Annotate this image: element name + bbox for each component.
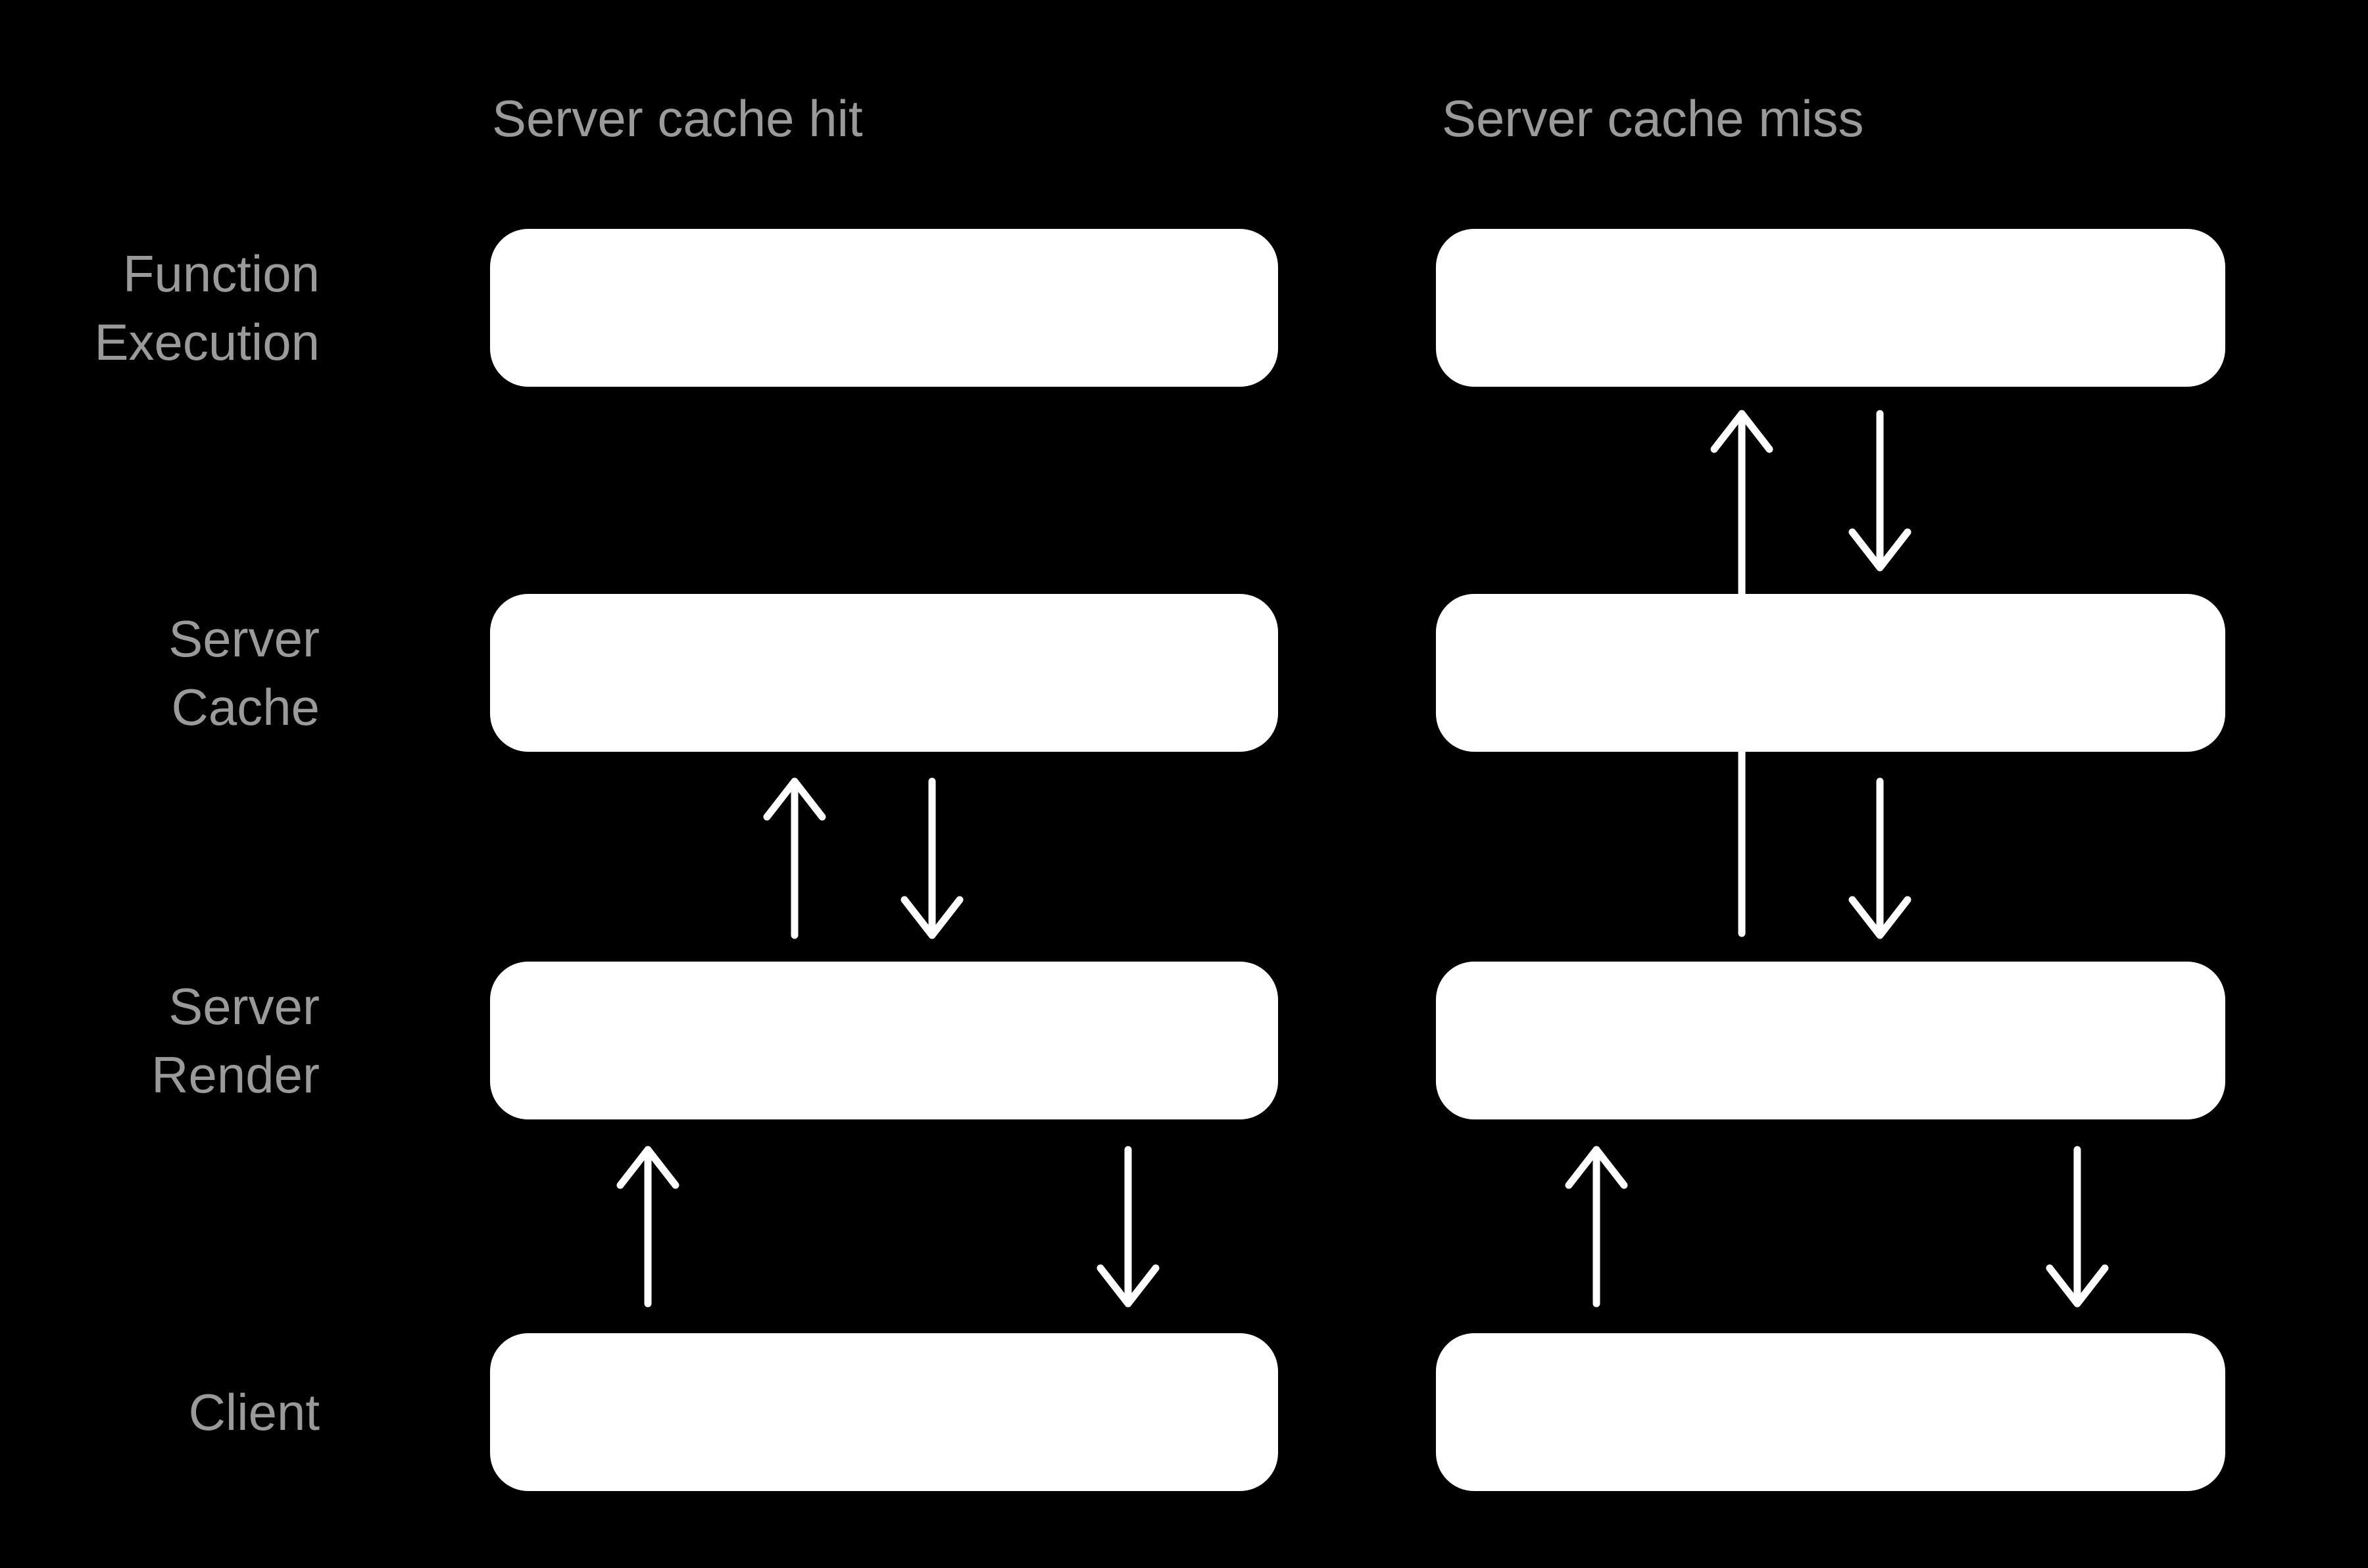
column-title-server-cache-miss: Server cache miss <box>1442 89 1864 147</box>
column-title-server-cache-hit: Server cache hit <box>492 89 863 147</box>
row-label-client: Client <box>188 1383 320 1441</box>
arrow-down-icon <box>1848 410 1912 572</box>
arrow-up-icon <box>763 777 826 939</box>
box-hit-server-render <box>490 962 1278 1119</box>
arrow-up-icon <box>1565 1146 1628 1308</box>
box-hit-server-cache <box>490 594 1278 752</box>
box-miss-server-render <box>1436 962 2225 1119</box>
row-label-server-render: Server Render <box>151 977 320 1104</box>
arrow-down-icon <box>1848 777 1912 939</box>
box-miss-server-cache <box>1436 594 2225 752</box>
arrow-down-icon <box>2046 1146 2109 1308</box>
arrow-down-icon <box>900 777 964 939</box>
arrow-up-icon <box>616 1146 679 1308</box>
box-hit-client <box>490 1333 1278 1491</box>
arrow-down-icon <box>1097 1146 1160 1308</box>
box-miss-function-execution <box>1436 229 2225 387</box>
box-hit-function-execution <box>490 229 1278 387</box>
box-miss-client <box>1436 1333 2225 1491</box>
row-label-function-execution: Function Execution <box>94 245 320 371</box>
row-label-server-cache: Server Cache <box>168 610 320 736</box>
